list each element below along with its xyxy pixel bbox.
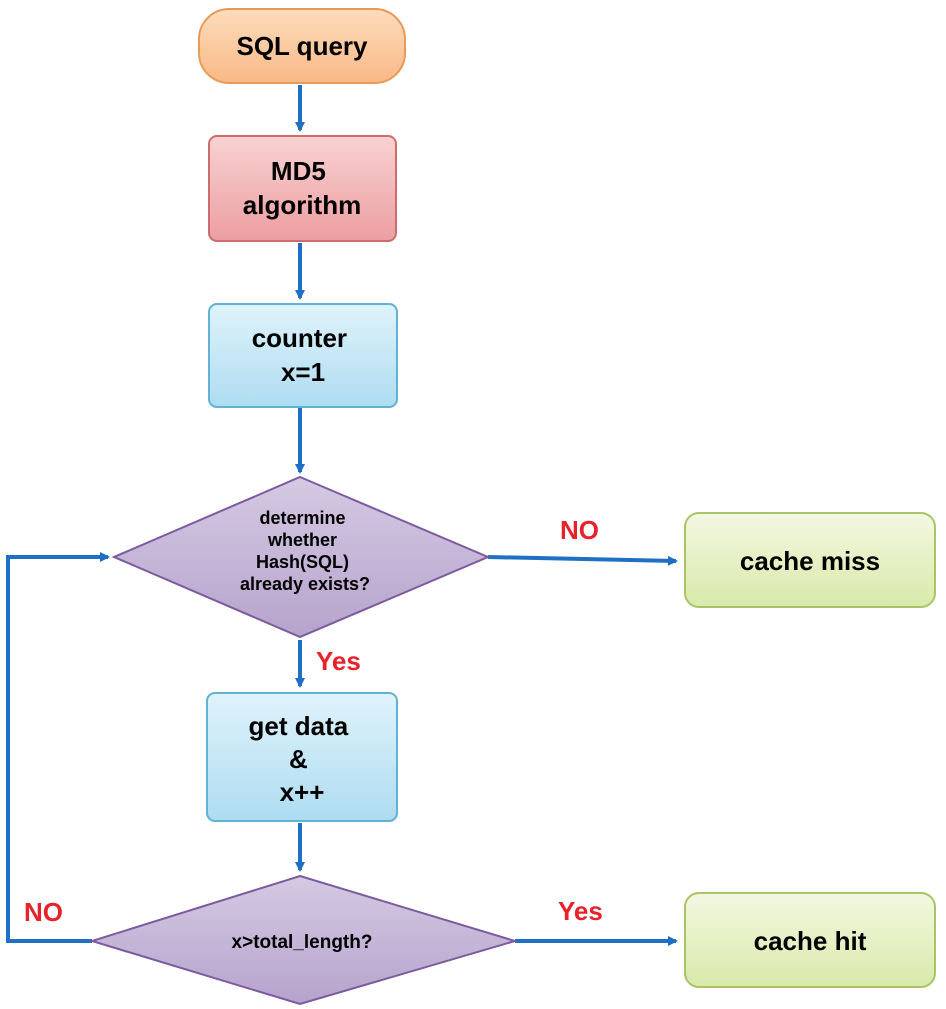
edge-decision-to-cache-miss bbox=[487, 555, 678, 566]
node-md5-label: MD5 algorithm bbox=[243, 156, 361, 220]
node-cache-hit-label: cache hit bbox=[754, 926, 867, 956]
node-decision-total-length: x>total_length? bbox=[88, 874, 519, 1006]
node-get-data: get data & x++ bbox=[206, 692, 398, 822]
node-decision-length-label: x>total_length? bbox=[232, 932, 373, 953]
edge-label-length-no: NO bbox=[24, 897, 63, 927]
node-counter: counter x=1 bbox=[208, 303, 398, 408]
node-decision-hash-label: determine whether Hash(SQL) already exis… bbox=[240, 508, 370, 594]
edge-label-hash-yes: Yes bbox=[316, 646, 361, 676]
edge-length-loop-back bbox=[6, 552, 110, 943]
node-sql-query-label: SQL query bbox=[236, 31, 368, 61]
node-counter-label: counter x=1 bbox=[252, 323, 355, 387]
node-cache-hit: cache hit bbox=[684, 892, 936, 988]
edges bbox=[6, 85, 678, 946]
node-cache-miss-label: cache miss bbox=[740, 546, 880, 576]
node-cache-miss: cache miss bbox=[684, 512, 936, 608]
edge-label-length-yes: Yes bbox=[558, 896, 603, 926]
edge-label-hash-no: NO bbox=[560, 515, 599, 545]
node-sql-query: SQL query bbox=[198, 8, 406, 84]
node-get-data-label: get data & x++ bbox=[249, 711, 356, 807]
node-decision-hash-exists: determine whether Hash(SQL) already exis… bbox=[111, 475, 491, 639]
node-md5-algorithm: MD5 algorithm bbox=[208, 135, 397, 242]
